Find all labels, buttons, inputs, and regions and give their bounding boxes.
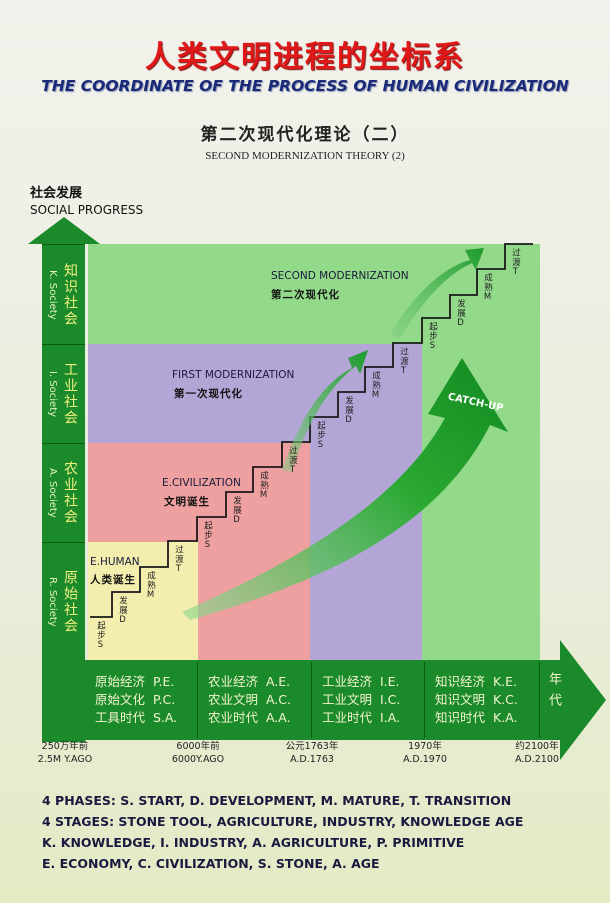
society-row: 知识社会 K. Society [42,244,85,344]
phase-label-T: 过渡T [287,446,298,476]
phase-label-S: 起步S [95,621,106,651]
date-zh: 公元1763年 [285,741,339,752]
phase-label-T: 过渡T [173,545,184,575]
human-label: E.HUMAN [90,556,140,568]
staircase [90,243,533,618]
phase-label-T: 过渡T [510,248,521,278]
date-label: 6000年前 6000Y.AGO [158,740,238,766]
poster-title: 人类文明进程的坐标系 [145,40,465,75]
society-name-en: A. Society [47,468,58,518]
first-modernization-label: FIRST MODERNIZATION [172,369,295,381]
society-row: 工业社会 I. Society [42,344,85,443]
stage-term: 知识经济 K.E. [435,674,517,689]
primitive-region [88,542,198,662]
y-axis-bar [42,242,85,742]
stage-term: 工业时代 I.A. [322,710,400,725]
stage-term: 工具时代 S.A. [95,710,178,725]
first-modernization-arrow [282,350,368,472]
stage-term: 原始经济 P.E. [95,674,175,689]
y-axis-arrowhead [28,217,100,244]
phase-label-D: 发展D [231,496,242,526]
second-modernization-arrow [390,248,484,338]
phase-label-D: 发展D [117,596,128,626]
phase-label-S: 起步S [427,322,438,352]
stage-term: 原始文化 P.C. [95,692,176,707]
date-en: A.D.2100 [515,754,559,765]
society-name-zh: 农业社会 [62,461,78,525]
stage-term: 农业经济 A.E. [208,674,291,689]
society-name-zh: 工业社会 [62,362,78,426]
x-axis-label: 年代 [546,672,561,714]
x-axis-bar [85,660,563,740]
y-axis-label-en: SOCIAL PROGRESS [30,203,144,217]
date-en: A.D.1763 [290,754,334,765]
date-en: 6000Y.AGO [171,754,225,765]
stage-column: 原始经济 P.E. 原始文化 P.C. 工具时代 S.A. [85,662,198,738]
phase-label-M: 成熟M [370,371,381,401]
catch-up-arrow [182,358,508,620]
date-en: 2.5M Y.AGO [37,754,93,765]
stage-term: 知识时代 K.A. [435,710,518,725]
legend-line: 4 PHASES: S. START, D. DEVELOPMENT, M. M… [42,793,512,808]
second-modernization-label: SECOND MODERNIZATION [271,270,409,282]
date-zh: 1970年 [408,741,442,752]
legend-line: E. ECONOMY, C. CIVILIZATION, S. STONE, A… [42,856,380,871]
stage-column: 知识经济 K.E. 知识文明 K.C. 知识时代 K.A. [425,662,540,738]
human-label-zh: 人类诞生 [90,574,136,586]
phase-label-T: 过渡T [398,347,409,377]
date-zh: 6000年前 [176,741,220,752]
phase-label-D: 发展D [455,299,466,329]
theory-title-zh: 第二次现代化理论（二） [200,125,410,145]
poster-subtitle: THE COORDINATE OF THE PROCESS OF HUMAN C… [41,77,569,95]
stage-term: 农业文明 A.C. [208,692,291,707]
phase-label-M: 成熟M [482,273,493,303]
society-name-en: K. Society [47,269,58,320]
phase-label-M: 成熟M [258,471,269,501]
legend-line: K. KNOWLEDGE, I. INDUSTRY, A. AGRICULTUR… [42,835,465,850]
phase-label-M: 成熟M [145,571,156,601]
stage-term: 工业文明 I.C. [322,692,401,707]
date-label: 约2100年 A.D.2100 [497,740,577,766]
date-label: 公元1763年 A.D.1763 [272,740,352,766]
society-name-en: I. Society [47,370,58,418]
date-zh: 约2100年 [515,741,559,752]
civilization-label-zh: 文明诞生 [164,496,210,508]
date-zh: 250万年前 [41,741,89,752]
first-modernization-label-zh: 第一次现代化 [174,388,243,400]
date-label: 1970年 A.D.1970 [385,740,465,766]
stage-column: 工业经济 I.E. 工业文明 I.C. 工业时代 I.A. [312,662,425,738]
society-name-zh: 知识社会 [62,262,78,327]
stage-term: 工业经济 I.E. [322,674,400,689]
society-row: 农业社会 A. Society [42,443,85,542]
stage-term: 农业时代 A.A. [208,710,291,725]
phase-label-S: 起步S [202,521,213,551]
theory-title-en: SECOND MODERNIZATION THEORY (2) [205,150,405,162]
stage-column: 农业经济 A.E. 农业文明 A.C. 农业时代 A.A. [198,662,312,738]
phase-label-S: 起步S [315,421,326,451]
x-axis-arrowhead [560,640,606,760]
second-modernization-label-zh: 第二次现代化 [271,289,340,301]
date-en: A.D.1970 [403,754,447,765]
legend-line: 4 STAGES: STONE TOOL, AGRICULTURE, INDUS… [42,814,524,829]
stage-term: 知识文明 K.C. [435,692,518,707]
phase-label-D: 发展D [343,396,354,426]
date-label: 250万年前 2.5M Y.AGO [25,740,105,766]
y-axis-label-zh: 社会发展 [30,186,83,201]
society-row: 原始社会 R. Society [42,542,85,660]
society-name-en: R. Society [47,576,58,627]
society-name-zh: 原始社会 [62,569,78,634]
civilization-label: E.CIVILIZATION [162,477,241,489]
